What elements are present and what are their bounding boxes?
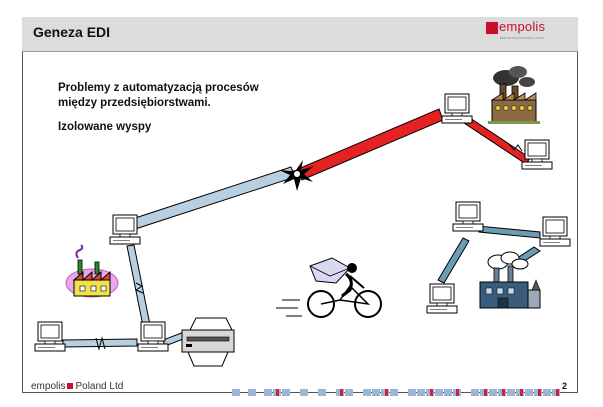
problem-line-2: między przedsiębiorstwami. (58, 97, 211, 109)
header-bar (22, 17, 578, 52)
break-mark-left-vertical (134, 282, 144, 294)
break-mark-right (508, 143, 523, 152)
slide-frame (22, 17, 578, 393)
factory-icon (479, 251, 541, 309)
slide-title: Geneza EDI (33, 24, 111, 40)
logo-red-square (486, 22, 498, 34)
page-number: 2 (562, 381, 568, 391)
footer-red-square (67, 383, 74, 390)
factory-icon (65, 244, 119, 298)
courier-bicycle-icon (276, 257, 382, 318)
printer-icon (181, 317, 235, 367)
footer-company: empolis Poland Ltd (31, 381, 123, 392)
link-teal-left (437, 237, 470, 284)
empolis-logo: empolis BERTELSMANN MEDIA GROUP (486, 19, 572, 46)
logo-text: empolis (499, 19, 546, 34)
explosion-core (294, 171, 300, 177)
smokestack-factory-icon (488, 66, 540, 124)
logo-subtext: BERTELSMANN MEDIA GROUP (500, 36, 545, 40)
isolated-islands-label: Izolowane wyspy (58, 121, 152, 133)
footer-company-suffix: Poland Ltd (75, 381, 124, 392)
footer-company-name: empolis (31, 381, 66, 392)
break-mark-bottom (95, 336, 106, 351)
problem-line-1: Problemy z automatyzacją procesów (58, 82, 259, 94)
